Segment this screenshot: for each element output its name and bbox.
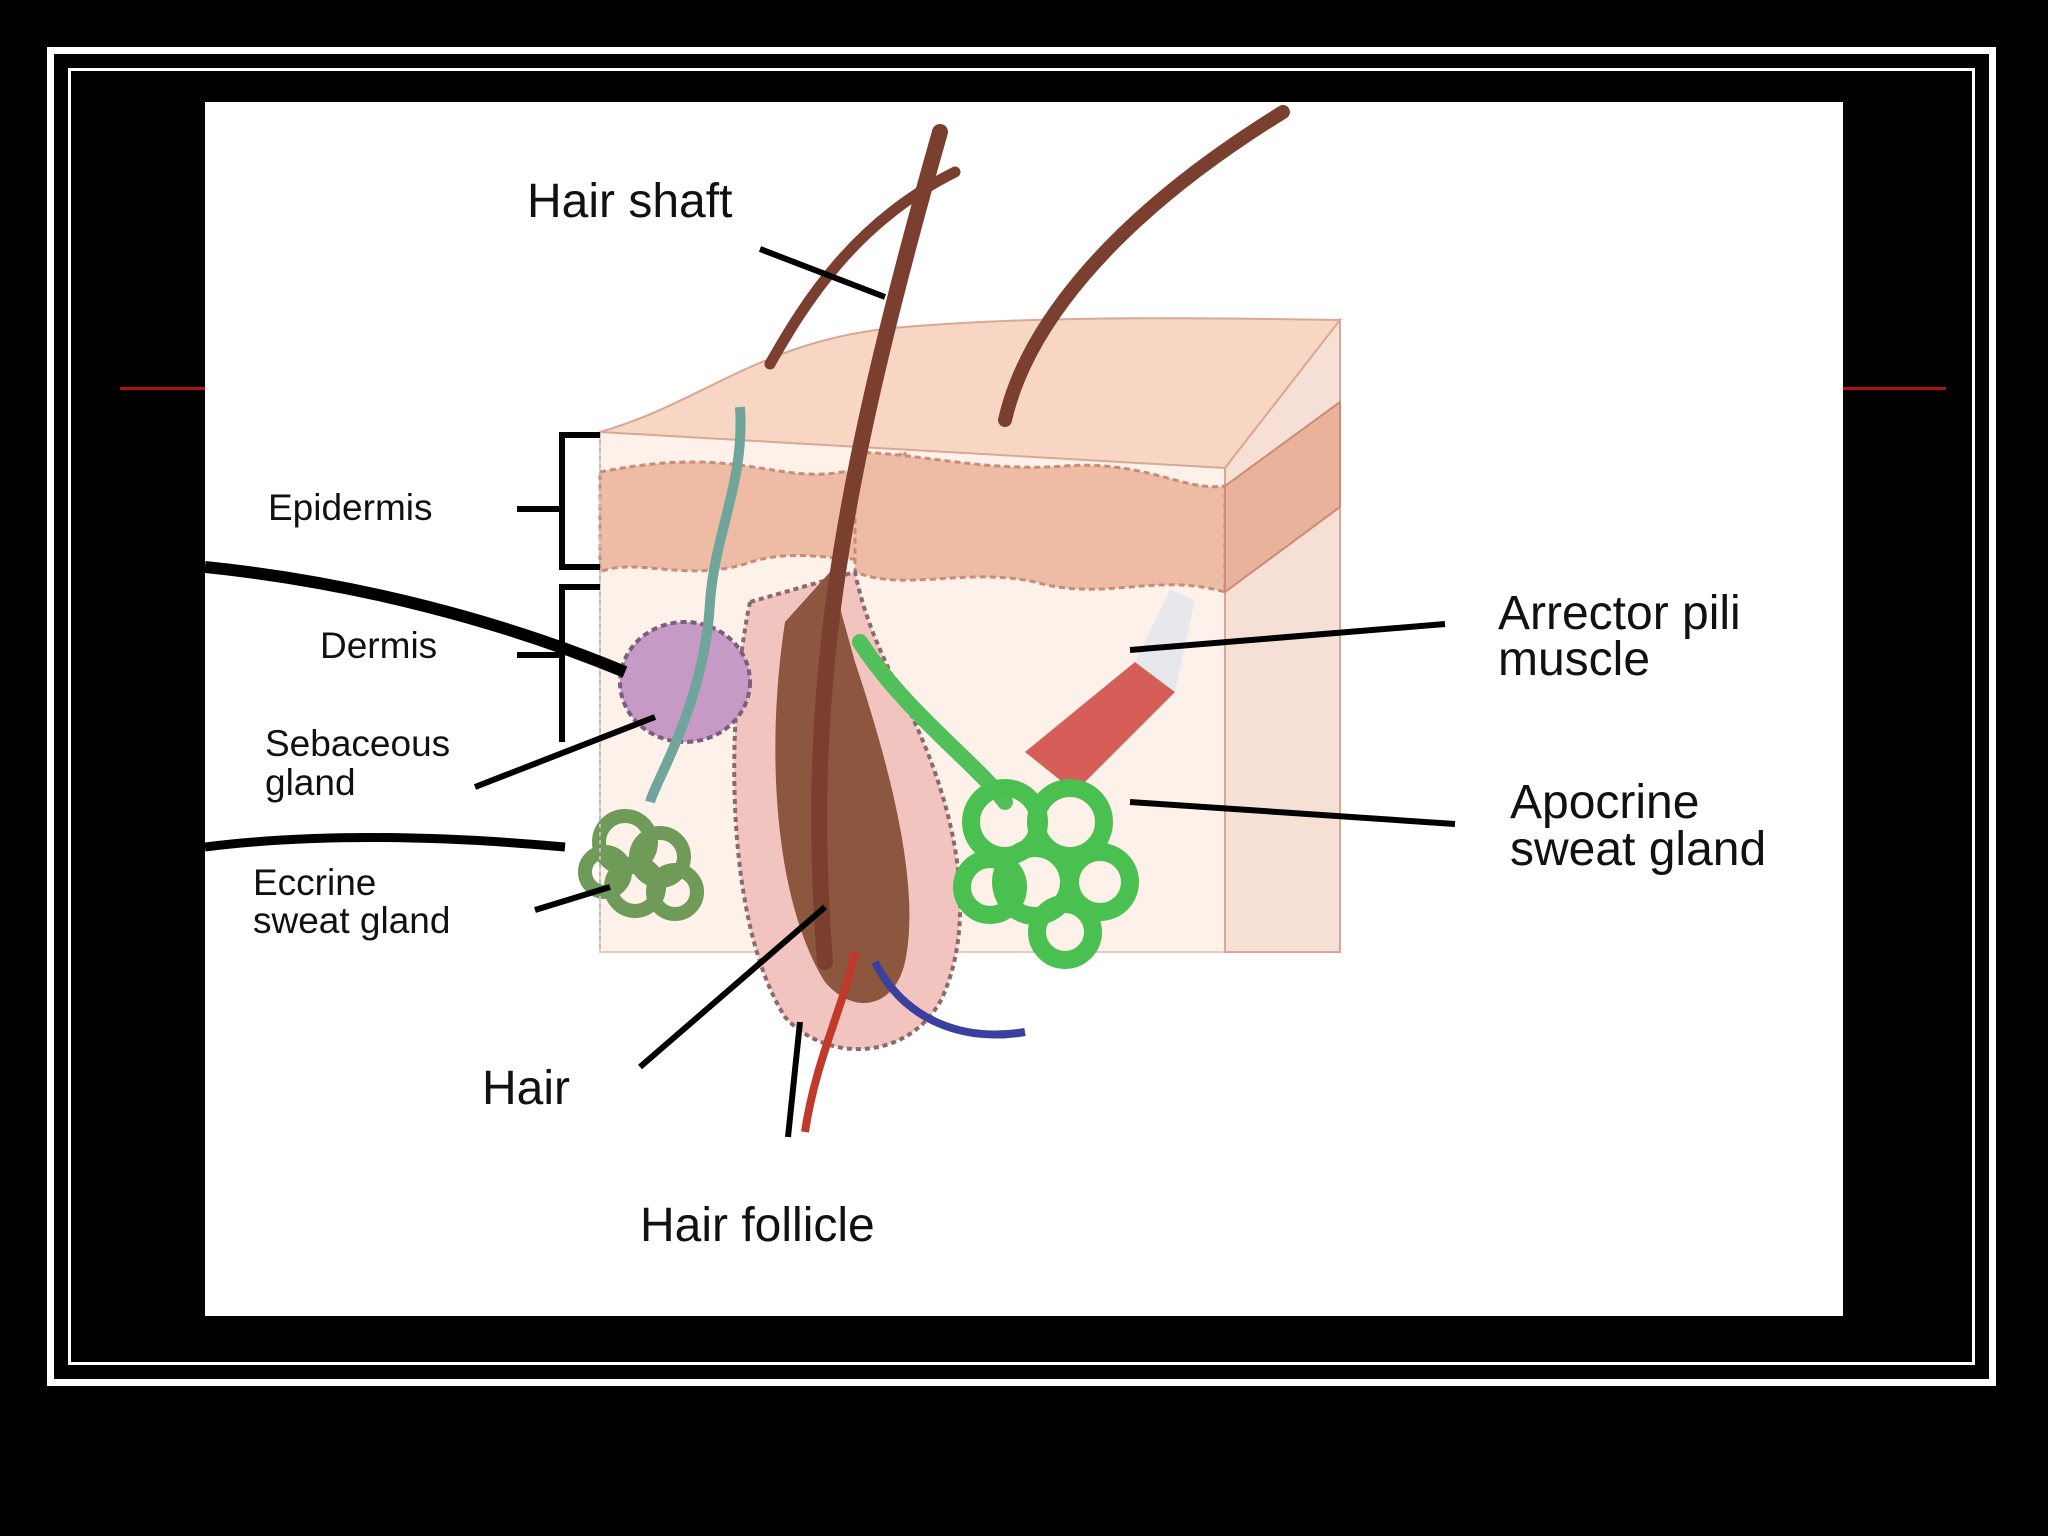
skin-top-surface: [599, 317, 1343, 470]
leader-sebaceous: [473, 714, 657, 790]
apocrine-sweat-gland: [953, 779, 1139, 969]
eccrine-duct: [645, 406, 746, 804]
label-arrector-2: muscle: [1498, 633, 1651, 686]
accent-rule-left: [120, 387, 210, 390]
label-hair: Hair: [482, 1062, 571, 1115]
hair-shaft-left: [764, 166, 961, 370]
leader-hair: [638, 904, 827, 1070]
skin-cross-section-illustration: [205, 105, 1456, 1138]
dermis-bracket: [517, 584, 600, 742]
label-apocrine-1: Apocrine: [1510, 776, 1700, 829]
label-epidermis: Epidermis: [268, 487, 433, 528]
slide-frame-inner: [68, 68, 1975, 1365]
vein: [871, 960, 1026, 1039]
epidermis-bracket: [517, 432, 600, 570]
epidermis-layer-side: [1224, 400, 1341, 594]
hair-shaft-right: [998, 105, 1290, 427]
label-hair-follicle: Hair follicle: [640, 1199, 875, 1252]
leader-hair-follicle: [785, 1021, 803, 1138]
hair-root: [775, 572, 910, 1004]
arrector-pili-tendon: [1135, 590, 1195, 692]
artery: [801, 951, 859, 1133]
label-eccrine-2: sweat gland: [253, 900, 451, 941]
label-eccrine-1: Eccrine: [253, 862, 377, 903]
epidermis-layer-right: [853, 450, 1227, 594]
label-hair-shaft: Hair shaft: [527, 175, 733, 228]
label-apocrine-2: sweat gland: [1510, 823, 1767, 876]
slide-frame-outer: [47, 47, 1996, 1386]
pointer-curve-lower: [205, 833, 566, 852]
hair-shaft-main: [811, 124, 948, 970]
leader-arrector: [1129, 621, 1446, 653]
label-sebaceous-1: Sebaceous: [265, 723, 451, 764]
epidermis-layer: [598, 449, 907, 575]
leader-eccrine: [534, 884, 611, 913]
arrector-pili-muscle: [1025, 662, 1175, 792]
skin-diagram-panel: Hair shaft Epidermis Dermis Sebaceous gl…: [205, 102, 1843, 1316]
sebaceous-gland: [618, 620, 752, 744]
label-dermis: Dermis: [320, 625, 438, 666]
leader-hair-shaft: [758, 246, 887, 300]
accent-rule-right: [1838, 387, 1946, 390]
label-arrector-1: Arrector pili: [1498, 587, 1741, 640]
label-sebaceous-2: gland: [265, 762, 356, 803]
leader-apocrine: [1129, 799, 1456, 827]
pointer-curve-upper: [205, 561, 628, 678]
